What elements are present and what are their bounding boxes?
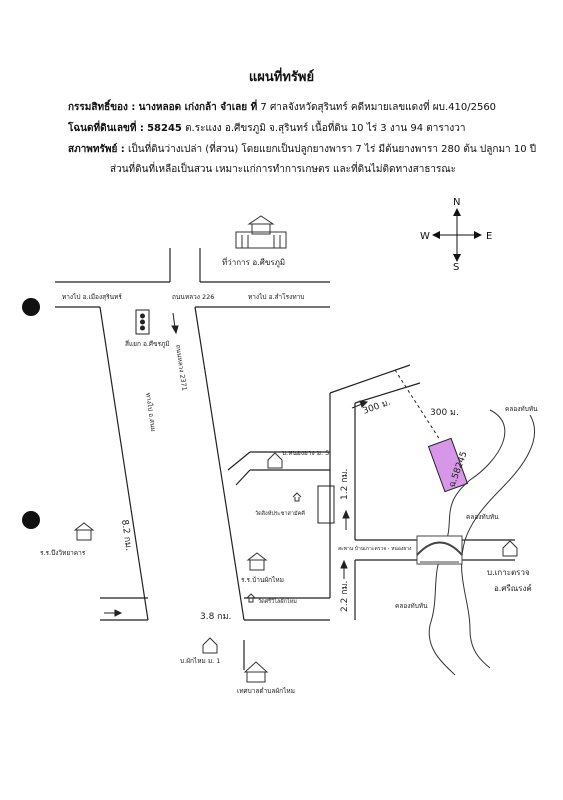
school-bueng-label: ร.ร.บึงวิทยาคาร [40, 549, 86, 557]
distance-3-8-label: 3.8 กม. [200, 612, 231, 622]
condition-label: สภาพทรัพย์ : [68, 144, 125, 155]
deed-rest: ต.ระแงง อ.ศีขรภูมิ จ.สุรินทร์ เนื้อที่ดิ… [185, 123, 466, 134]
condition-line-2: ส่วนที่ดินที่เหลือเป็นสวน เหมาะแก่การทำก… [110, 164, 457, 175]
compass-w: W [420, 231, 430, 242]
owner-line: กรรมสิทธิ์ของ : นางหลอด เก่งกล้า จำเลย ท… [68, 100, 496, 115]
traffic-light-icon [135, 309, 150, 335]
to-samrong-label: ทางไป อ.สำโรงทาบ [248, 293, 304, 301]
temple-icon [246, 492, 302, 603]
owner-label: กรรมสิทธิ์ของ : [68, 102, 136, 113]
amphoe-srinarong-label: อ.ศรีณรงค์ [494, 583, 532, 593]
distance-8-2-label: 8.2 กม. [119, 519, 133, 552]
owner-value: นางหลอด เก่งกล้า จำเลย ที่ [138, 102, 258, 113]
parcel-leader [394, 369, 441, 441]
village-nongyang-label: บ.หนองยาง ม. 5 [282, 449, 329, 457]
village-kotruat-label: บ.เกาะตรวจ [487, 568, 530, 577]
canal-label-2: คลองทับทัน [466, 513, 499, 521]
bridge-icon [416, 535, 463, 565]
to-sanom-label: ทางไป อ.สนม [144, 392, 157, 432]
deed-value: 58245 [147, 123, 182, 134]
distance-2-2-label: 2.2 กม. [340, 581, 350, 612]
municipality-label: เทศบาลตำบลผักไหม [237, 687, 295, 695]
condition-rest: เป็นที่ดินว่างเปล่า (ที่สวน) โดยแยกเป็นป… [127, 144, 537, 155]
compass-e: E [486, 231, 492, 242]
canal-label-1: คลองทับทัน [505, 405, 538, 413]
compass-s: S [453, 262, 459, 273]
punch-hole-top [22, 298, 40, 316]
direction-arrows [104, 312, 369, 617]
district-office-icon [235, 215, 287, 249]
compass-n: N [453, 197, 460, 208]
deed-line: โฉนดที่ดินเลขที่ : 58245 ต.ระแงง อ.ศีขรภ… [68, 121, 465, 136]
highway-2371-label: ถนนหลวง 2371 [174, 344, 188, 391]
temple-2-label: วัดศรีวิไลผักไหม [258, 598, 297, 605]
parcel-58245 [427, 437, 469, 493]
village-phakhai-label: บ.ผักไหม ม. 1 [180, 657, 220, 665]
deed-label: โฉนดที่ดินเลขที่ : [68, 123, 144, 134]
school-icon [73, 522, 269, 683]
roads [55, 248, 515, 670]
temple-1-label: วัดสิงห์ประชาสามัคคี [255, 510, 305, 517]
page-title: แผนที่ทรัพย์ [248, 70, 315, 85]
house-icon [202, 452, 518, 654]
district-office-label: ที่ว่าการ อ.ศีขรภูมิ [222, 256, 285, 268]
punch-hole-bottom [22, 511, 40, 529]
land-plot [317, 485, 335, 524]
bridge-label: สะพาน บ้านเกาะตรวจ - หนองยาง [338, 545, 412, 552]
compass-icon: N S E W [420, 197, 492, 273]
distance-300-a-label: 300 ม. [362, 398, 393, 417]
distance-300-b-label: 300 ม. [430, 408, 459, 418]
traffic-light-label: สี่แยก อ.ศีขรภูมิ [125, 339, 170, 348]
condition-line: สภาพทรัพย์ : เป็นที่ดินว่างเปล่า (ที่สวน… [68, 142, 536, 157]
distance-1-2-label: 1.2 กม. [340, 469, 350, 500]
canal-label-3: คลองทับทัน [395, 602, 428, 610]
highway-226-label: ถนนหลวง 226 [172, 293, 214, 301]
school-phakhai-label: ร.ร.บ้านผักไหม [241, 576, 284, 584]
owner-rest: 7 ศาลจังหวัดสุรินทร์ คดีหมายเลขแดงที่ ผบ… [260, 102, 497, 113]
to-mueang-label: ทางไป อ.เมืองสุรินทร์ [62, 293, 122, 301]
